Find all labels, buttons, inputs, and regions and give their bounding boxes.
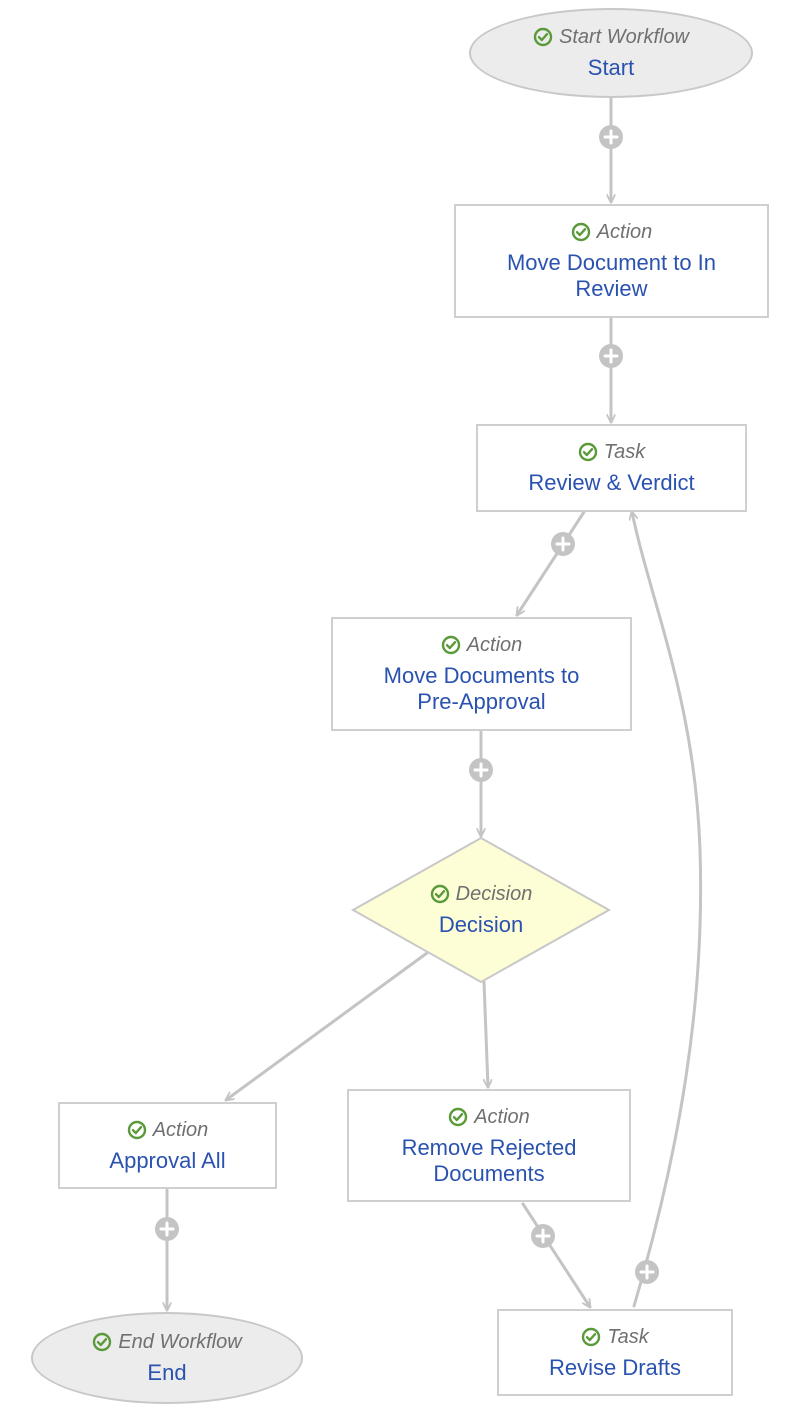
connector-remove-rejected-to-revise-drafts bbox=[521, 1202, 590, 1307]
node-move-pre-approval[interactable]: Action Move Documents to Pre-Approval bbox=[331, 617, 632, 731]
check-circle-icon bbox=[449, 1107, 468, 1126]
node-move-in-review[interactable]: Action Move Document to In Review bbox=[454, 204, 769, 318]
node-title-link[interactable]: Remove Rejected Documents bbox=[401, 1134, 577, 1186]
check-circle-icon bbox=[533, 27, 553, 47]
node-decision[interactable]: Decision Decision bbox=[393, 868, 569, 952]
node-type-label: Action bbox=[474, 1105, 530, 1128]
check-circle-icon bbox=[582, 1327, 601, 1346]
node-title-link[interactable]: Move Documents to Pre-Approval bbox=[383, 663, 580, 714]
node-type-line: Action bbox=[441, 633, 523, 657]
node-type-label: End Workflow bbox=[118, 1331, 242, 1353]
node-type-label: Action bbox=[152, 1118, 209, 1141]
node-type-line: Decision bbox=[430, 882, 533, 906]
node-title-link[interactable]: Revise Drafts bbox=[548, 1354, 682, 1380]
plus-circle-icon[interactable] bbox=[598, 343, 624, 369]
node-type-label: Start Workflow bbox=[558, 26, 690, 48]
node-type-label: Action bbox=[466, 634, 523, 656]
plus-circle-icon[interactable] bbox=[468, 757, 494, 783]
decision-diamond-shape bbox=[350, 836, 612, 984]
connector-decision-to-approval-all bbox=[226, 951, 429, 1100]
node-type-label: Action bbox=[596, 221, 653, 243]
node-title-link[interactable]: Move Document to In Review bbox=[506, 250, 717, 301]
node-title-link[interactable]: Approval All bbox=[109, 1147, 226, 1173]
check-circle-icon bbox=[93, 1332, 112, 1352]
node-type-line: Task bbox=[581, 1325, 649, 1349]
node-type-label: Task bbox=[603, 441, 646, 463]
check-circle-icon bbox=[578, 442, 597, 462]
node-type-line: Action bbox=[448, 1105, 530, 1129]
node-type-line: Action bbox=[127, 1118, 209, 1142]
node-title-link[interactable]: Start bbox=[587, 55, 635, 80]
plus-circle-icon[interactable] bbox=[598, 124, 624, 150]
check-circle-icon bbox=[127, 1120, 146, 1139]
node-end[interactable]: End Workflow End bbox=[31, 1312, 303, 1404]
node-type-label: Task bbox=[607, 1325, 649, 1348]
node-title-link[interactable]: Review & Verdict bbox=[528, 470, 695, 495]
connector-review-verdict-to-move-pre-approval bbox=[517, 510, 586, 615]
node-type-line: Start Workflow bbox=[533, 25, 689, 49]
node-start[interactable]: Start Workflow Start bbox=[469, 8, 753, 98]
check-circle-icon bbox=[441, 635, 460, 655]
node-type-line: Task bbox=[578, 440, 646, 464]
node-title-link[interactable]: Decision bbox=[438, 912, 524, 937]
connector-revise-drafts-to-review-verdict bbox=[632, 512, 703, 1308]
plus-circle-icon[interactable] bbox=[154, 1216, 180, 1242]
node-remove-rejected[interactable]: Action Remove Rejected Documents bbox=[347, 1089, 631, 1202]
connector-decision-to-remove-rejected bbox=[482, 980, 488, 1089]
node-type-line: Action bbox=[571, 220, 653, 244]
check-circle-icon bbox=[430, 884, 449, 904]
plus-circle-icon[interactable] bbox=[550, 531, 576, 557]
node-revise-drafts[interactable]: Task Revise Drafts bbox=[497, 1309, 733, 1396]
node-type-label: Decision bbox=[455, 883, 533, 905]
check-circle-icon bbox=[571, 222, 590, 242]
plus-circle-icon[interactable] bbox=[530, 1223, 556, 1249]
node-type-line: End Workflow bbox=[92, 1330, 242, 1354]
node-review-verdict[interactable]: Task Review & Verdict bbox=[476, 424, 747, 512]
node-title-link[interactable]: End bbox=[147, 1360, 187, 1385]
node-approval-all[interactable]: Action Approval All bbox=[58, 1102, 277, 1189]
plus-circle-icon[interactable] bbox=[634, 1259, 660, 1285]
